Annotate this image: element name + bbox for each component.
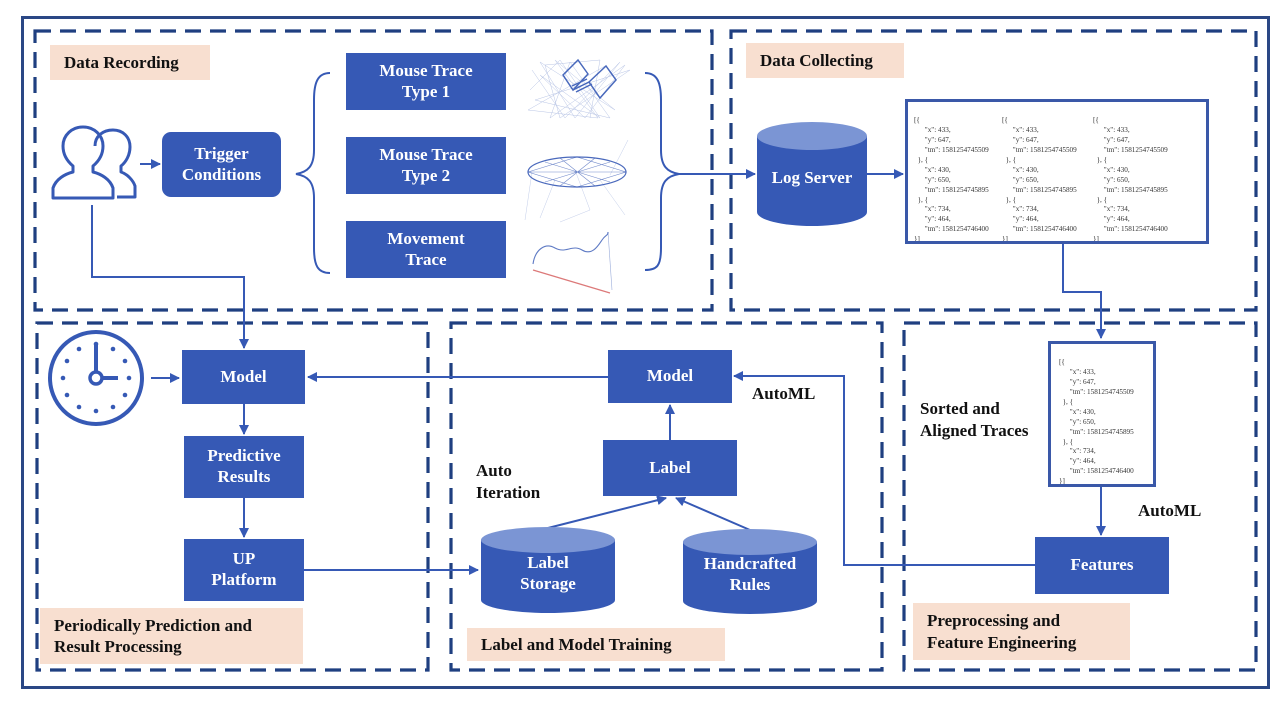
- automl-note-training: AutoML: [752, 384, 816, 403]
- section-title-line1: Periodically Prediction and: [54, 615, 253, 635]
- handcrafted-line1: Handcrafted: [703, 554, 797, 574]
- trace-line2: Type 1: [401, 81, 451, 101]
- panel-data-collecting: [729, 29, 1258, 312]
- model-label: Model: [220, 366, 267, 386]
- label-storage-line2: Storage: [520, 574, 576, 593]
- raw-trace-json-box: [{ "x": 433, "y": 647, "tm": 15812547455…: [905, 99, 1209, 244]
- trace-line1: Mouse Trace: [379, 60, 473, 80]
- outer-frame: [21, 16, 1270, 689]
- handcrafted-rules-cylinder: [683, 529, 817, 614]
- log-server-cylinder: [757, 122, 867, 226]
- label-storage-cylinder: [481, 527, 615, 613]
- model-box-prediction: Model: [182, 350, 305, 404]
- label-label: Label: [649, 457, 691, 477]
- users-icon: [51, 125, 137, 200]
- section-title: Data Collecting: [760, 50, 873, 70]
- sorted-line2: Aligned Traces: [920, 421, 1029, 441]
- brace-left: [295, 72, 331, 274]
- section-title: Label and Model Training: [481, 634, 672, 654]
- trigger-line1: Trigger: [194, 143, 249, 163]
- brace-right: [644, 72, 680, 271]
- mouse-trace-type1-box: Mouse Trace Type 1: [346, 53, 506, 110]
- mouse-trace-type2-box: Mouse Trace Type 2: [346, 137, 506, 194]
- up-platform-box: UP Platform: [184, 539, 304, 601]
- trace-line1: Movement: [387, 228, 465, 248]
- model-box-training: Model: [608, 350, 732, 403]
- connector-features-model: [733, 371, 1035, 566]
- panel-preprocessing: [902, 321, 1258, 672]
- handcrafted-rules-label: Handcrafted Rules: [683, 551, 817, 599]
- panel-periodic-prediction: [35, 321, 430, 672]
- json-column: [{ "x": 433, "y": 647, "tm": 15812547455…: [1002, 116, 1077, 244]
- section-label-preprocessing: Preprocessing and Feature Engineering: [913, 603, 1130, 660]
- up-line2: Platform: [211, 570, 277, 589]
- predictive-line2: Results: [217, 467, 271, 486]
- connector-labelstorage-label: [547, 495, 667, 529]
- trace-line2: Type 2: [401, 165, 451, 185]
- auto-iteration-line2: Iteration: [476, 483, 541, 503]
- trigger-conditions-box: Trigger Conditions: [162, 132, 281, 197]
- auto-iteration-line1: Auto: [476, 461, 512, 480]
- json-column: [{ "x": 433, "y": 647, "tm": 15812547455…: [914, 116, 989, 244]
- json-column: [{ "x": 433, "y": 647, "tm": 15812547455…: [1059, 358, 1134, 486]
- up-line1: UP: [232, 549, 256, 569]
- movement-trace-box: Movement Trace: [346, 221, 506, 278]
- predictive-results-box: Predictive Results: [184, 436, 304, 498]
- features-label: Features: [1070, 555, 1134, 575]
- features-box: Features: [1035, 537, 1169, 594]
- section-title: Data Recording: [64, 52, 179, 72]
- connector-json-sorted: [1062, 243, 1106, 339]
- trigger-line2: Conditions: [181, 164, 262, 184]
- connector-users-model: [91, 205, 249, 349]
- panel-data-recording: [33, 29, 714, 312]
- clock-icon: [48, 330, 144, 426]
- sorted-trace-json-box: [{ "x": 433, "y": 647, "tm": 15812547455…: [1048, 341, 1156, 487]
- section-label-data-recording: Data Recording: [50, 45, 210, 80]
- handcrafted-line2: Rules: [729, 575, 771, 594]
- label-storage-label: Label Storage: [481, 550, 615, 598]
- trace-sketch-movement: [532, 231, 613, 294]
- panel-label-model-training: [449, 321, 884, 672]
- section-label-label-model-training: Label and Model Training: [467, 628, 725, 661]
- model-label: Model: [646, 366, 694, 386]
- trace-line1: Mouse Trace: [379, 144, 473, 164]
- auto-iteration-note: Auto Iteration: [476, 460, 540, 504]
- section-title-line2: Feature Engineering: [927, 632, 1077, 652]
- label-box: Label: [603, 440, 737, 496]
- trace-sketch-type2: [524, 139, 629, 223]
- automl-note-preprocessing: AutoML: [1138, 501, 1202, 520]
- log-server-label: Log Server: [771, 167, 853, 187]
- json-column: [{ "x": 433, "y": 647, "tm": 15812547455…: [1093, 116, 1168, 244]
- section-title-line2: Result Processing: [54, 637, 182, 656]
- connector-handcrafted-label: [675, 496, 751, 531]
- trace-line2: Trace: [405, 249, 447, 269]
- section-title-line1: Preprocessing and: [927, 611, 1061, 631]
- sorted-line1: Sorted and: [920, 399, 1000, 418]
- section-label-periodic-prediction: Periodically Prediction and Result Proce…: [40, 608, 303, 664]
- predictive-line1: Predictive: [207, 446, 281, 466]
- trace-sketch-type1: [527, 58, 631, 119]
- sorted-traces-note: Sorted and Aligned Traces: [920, 398, 1028, 442]
- section-label-data-collecting: Data Collecting: [746, 43, 904, 78]
- label-storage-line1: Label: [527, 553, 569, 573]
